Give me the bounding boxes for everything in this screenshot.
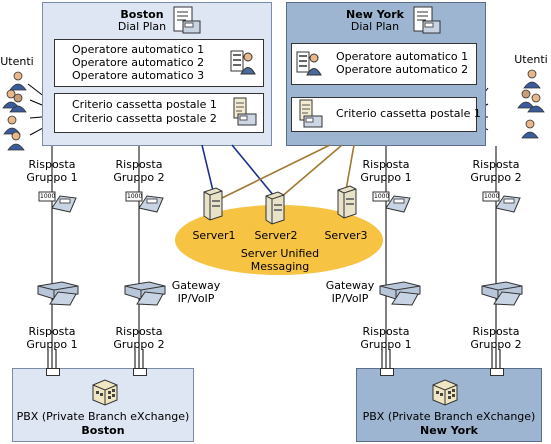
newyork-pbx-label: PBX (Private Branch eXchange): [362, 410, 536, 423]
um-label-line1: Server Unified: [240, 247, 320, 260]
server-icon: [200, 186, 226, 222]
boston-pbx-port-2: [133, 368, 147, 376]
boston-pbx-hunt-group-1-line1: Risposta: [28, 325, 76, 338]
dial-plan-document-icon: [412, 6, 442, 36]
boston-auto-attendant-3: Operatore automatico 3: [72, 69, 205, 82]
boston-hunt-group-2-line2: Gruppo 2: [113, 171, 165, 184]
newyork-pbx-hunt-group-2-line1: Risposta: [472, 325, 520, 338]
boston-gateway-line1: Gateway: [171, 279, 221, 292]
newyork-auto-attendants-box: [291, 43, 477, 85]
phone-icon: 1000: [125, 188, 165, 216]
newyork-city-label: New York: [346, 8, 404, 21]
phone-icon: 1000: [38, 188, 78, 216]
boston-mailbox-policies-box: [54, 93, 264, 133]
newyork-pbx-city: New York: [420, 424, 478, 437]
phone-icon: 1000: [372, 188, 412, 216]
boston-dial-plan-label: Dial Plan: [117, 20, 167, 33]
boston-gateway-line2: IP/VoIP: [177, 292, 215, 305]
pbx-icon: [90, 377, 120, 407]
boston-pbx-port-1: [46, 368, 60, 376]
pbx-icon: [430, 377, 460, 407]
phone-display-label: 1000: [127, 193, 143, 200]
server-icon: [262, 190, 288, 226]
gateway-icon: [36, 278, 80, 306]
server-label-3: Server3: [324, 229, 368, 242]
newyork-mailbox-policy-1: Criterio cassetta postale 1: [336, 107, 481, 120]
users-label-left: Utenti: [0, 55, 34, 68]
auto-attendant-icon: [230, 48, 256, 76]
mailbox-policy-icon: [230, 96, 258, 128]
phone-display-label: 1000: [484, 193, 500, 200]
newyork-hunt-group-1-line1: Risposta: [362, 158, 410, 171]
boston-auto-attendant-1: Operatore automatico 1: [72, 43, 205, 56]
newyork-pbx-hunt-group-2-line2: Gruppo 2: [470, 338, 522, 351]
phone-icon: 1000: [482, 188, 522, 216]
newyork-auto-attendant-1: Operatore automatico 1: [336, 50, 469, 63]
boston-pbx-label: PBX (Private Branch eXchange): [16, 410, 190, 423]
boston-hunt-group-1-line1: Risposta: [28, 158, 76, 171]
boston-hunt-group-1-line2: Gruppo 1: [26, 171, 78, 184]
newyork-dial-plan-label: Dial Plan: [350, 20, 400, 33]
boston-hunt-group-2-line1: Risposta: [115, 158, 163, 171]
boston-auto-attendants-box: [54, 39, 264, 87]
um-label-line2: Messaging: [250, 260, 310, 273]
server-label-2: Server2: [254, 229, 298, 242]
um-cloud-shape: [175, 205, 383, 275]
newyork-pbx-hunt-group-1-line2: Gruppo 1: [360, 338, 412, 351]
newyork-hunt-group-2-line2: Gruppo 2: [470, 171, 522, 184]
newyork-hunt-group-2-line1: Risposta: [472, 158, 520, 171]
newyork-gateway-line1: Gateway: [325, 279, 375, 292]
boston-pbx-hunt-group-2-line1: Risposta: [115, 325, 163, 338]
newyork-auto-attendant-2: Operatore automatico 2: [336, 63, 469, 76]
server-label-1: Server1: [192, 229, 236, 242]
gateway-icon: [480, 278, 524, 306]
phone-display-label: 1000: [40, 193, 56, 200]
phone-display-label: 1000: [374, 193, 390, 200]
mailbox-policy-icon: [296, 98, 324, 130]
newyork-hunt-group-1-line2: Gruppo 1: [360, 171, 412, 184]
server-icon: [334, 184, 360, 220]
auto-attendant-icon: [296, 49, 322, 77]
newyork-pbx-hunt-group-1-line1: Risposta: [362, 325, 410, 338]
newyork-gateway-line2: IP/VoIP: [331, 292, 369, 305]
newyork-pbx-port-2: [490, 368, 504, 376]
users-label-right: Utenti: [514, 53, 548, 66]
boston-mailbox-policy-2: Criterio cassetta postale 2: [72, 112, 217, 125]
boston-mailbox-policy-1: Criterio cassetta postale 1: [72, 98, 217, 111]
boston-pbx-hunt-group-2-line2: Gruppo 2: [113, 338, 165, 351]
users-group-right: [516, 68, 548, 144]
boston-city-label: Boston: [120, 8, 164, 21]
users-group-left: [2, 70, 32, 152]
newyork-pbx-port-1: [380, 368, 394, 376]
gateway-icon: [123, 278, 167, 306]
boston-pbx-city: Boston: [81, 424, 125, 437]
boston-pbx-hunt-group-1-line2: Gruppo 1: [26, 338, 78, 351]
gateway-icon: [378, 278, 422, 306]
dial-plan-document-icon: [172, 6, 202, 36]
boston-auto-attendant-2: Operatore automatico 2: [72, 56, 205, 69]
newyork-pbx-box: [356, 368, 542, 442]
